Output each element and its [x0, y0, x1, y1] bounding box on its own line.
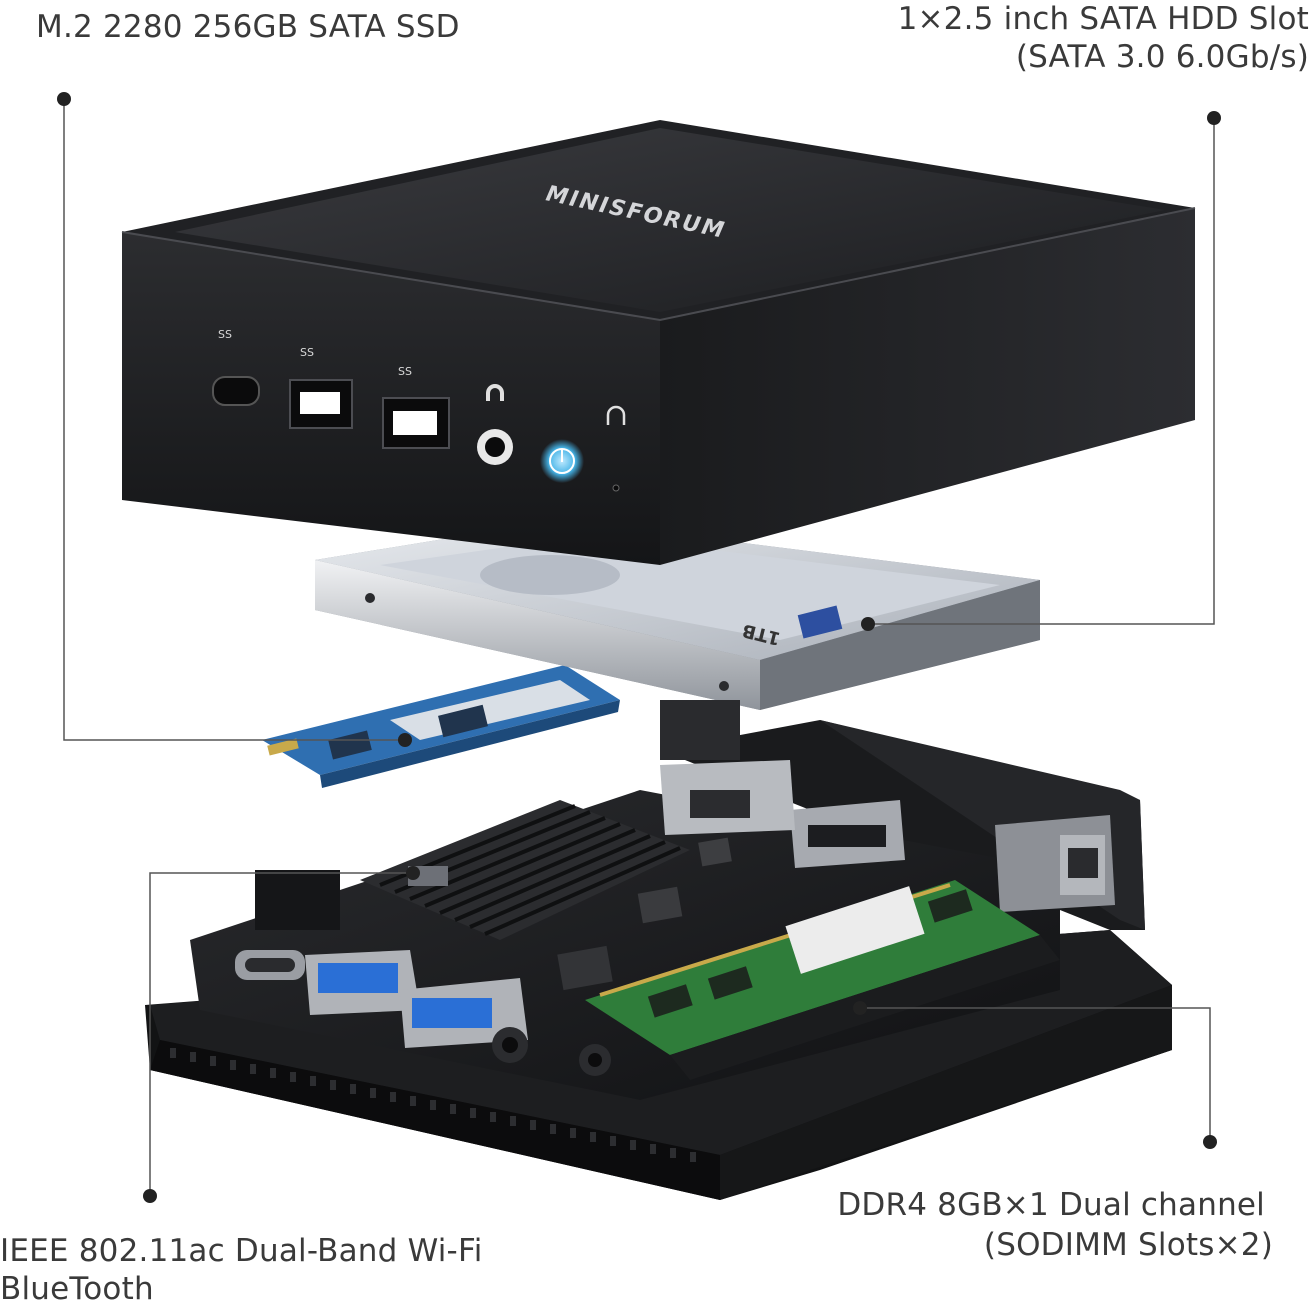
leader-lines — [63, 99, 1215, 1196]
hdd-label-line2: (SATA 3.0 6.0Gb/s) — [1015, 39, 1309, 75]
ethernet-port-icon — [995, 815, 1115, 912]
ssd-label: M.2 2280 256GB SATA SSD — [36, 9, 460, 45]
usb-ss-mark: SS — [218, 328, 232, 341]
usb-c-port-icon — [235, 950, 305, 980]
leader-dots — [57, 92, 1221, 1203]
usb-a-port-icon — [400, 978, 528, 1048]
mic-icon — [606, 405, 626, 492]
motherboard — [190, 760, 1115, 1100]
usb-a-port-icon — [289, 379, 353, 429]
ram-label-line2: (SODIMM Slots×2) — [983, 1227, 1273, 1263]
heatsink — [360, 800, 690, 940]
wifi-label-line1: IEEE 802.11ac Dual-Band Wi-Fi — [0, 1233, 483, 1269]
leader-hdd — [868, 118, 1215, 625]
leader-wifi — [149, 872, 413, 1196]
audio-jack-icon — [492, 1027, 611, 1076]
hdd-label-line1: 1×2.5 inch SATA HDD Slot — [897, 1, 1309, 37]
leader-ram — [860, 1007, 1211, 1142]
power-icon[interactable] — [540, 439, 584, 483]
headphone-icon — [477, 384, 513, 465]
hdd-drive — [315, 520, 1040, 760]
wifi-label-line2: BlueTooth — [0, 1271, 154, 1307]
leader-ssd — [63, 99, 405, 741]
top-case: SS SS SS MINISFORUM — [121, 120, 1196, 565]
usb-a-port-icon — [382, 397, 450, 449]
usb-a-port-icon — [305, 950, 420, 1015]
ram-label-line1: DDR4 8GB×1 Dual channel — [837, 1187, 1265, 1223]
usb-ss-mark: SS — [398, 365, 412, 378]
usb-ss-mark: SS — [300, 346, 314, 359]
m2-ssd — [262, 665, 620, 788]
usb-c-port-icon — [212, 376, 260, 406]
